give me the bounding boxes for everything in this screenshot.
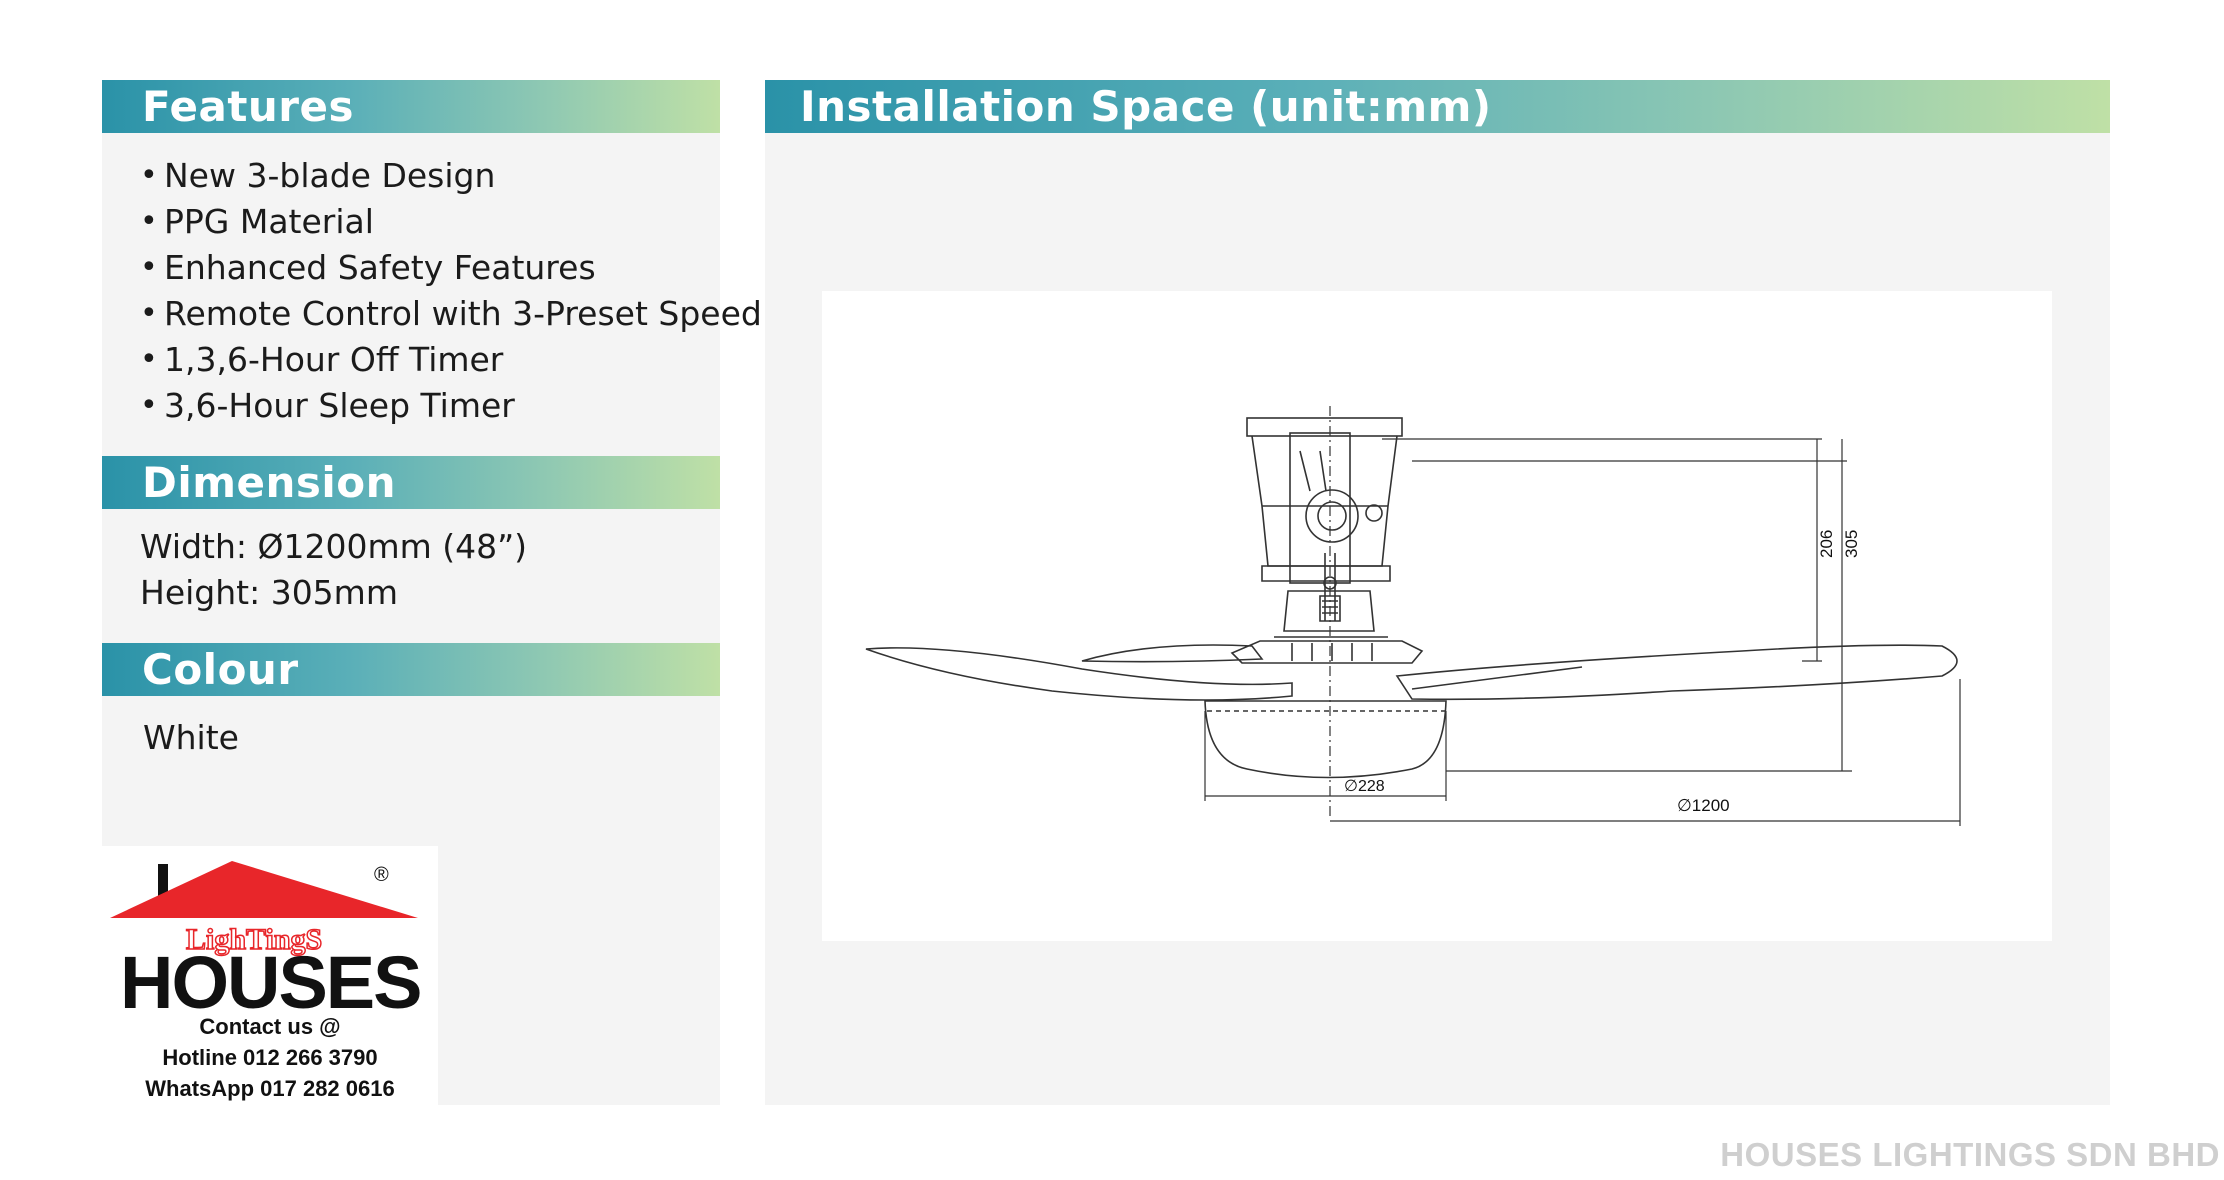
fan-downrod — [1283, 590, 1375, 632]
features-header: Features — [102, 80, 720, 133]
logo-word-top: LighTingS — [186, 923, 322, 956]
fan-mount-bracket — [1246, 417, 1403, 621]
fan-light-bowl — [1204, 700, 1447, 779]
logo-chimney — [158, 864, 168, 904]
dimension-label-206: 206 — [1817, 530, 1836, 558]
bullet-icon: • — [140, 204, 158, 239]
feature-item: •Enhanced Safety Features — [140, 245, 762, 291]
fan-blade-right — [1395, 644, 1958, 701]
bullet-icon: • — [140, 342, 158, 377]
fan-drawing-area: 206 305 ∅228 ∅1200 — [822, 291, 2052, 941]
dimension-label-228: ∅228 — [1344, 778, 1385, 795]
company-logo: LighTingS HOUSES ® Contact us @ Hotline … — [102, 846, 438, 1105]
bullet-icon: • — [140, 158, 158, 193]
ceiling-fan-diagram: 206 305 ∅228 ∅1200 — [865, 406, 1961, 826]
logo-registered-mark: ® — [374, 864, 389, 886]
logo-house-icon: LighTingS HOUSES ® — [110, 861, 423, 1016]
feature-item: •1,3,6-Hour Off Timer — [140, 337, 762, 383]
logo-word-main: HOUSES — [120, 941, 421, 1016]
fan-motor-housing — [1230, 636, 1424, 664]
footer-company-name: HOUSES LIGHTINGS SDN BHD — [1720, 1136, 2220, 1173]
logo-roof — [110, 861, 418, 918]
vertical-dimensions — [1382, 438, 1852, 772]
colour-value: White — [143, 718, 239, 757]
colour-header: Colour — [102, 643, 720, 696]
horizontal-dimensions — [1204, 679, 1961, 826]
dimension-height: Height: 305mm — [140, 573, 398, 612]
feature-item: •PPG Material — [140, 199, 762, 245]
colour-title: Colour — [142, 644, 299, 694]
feature-list: •New 3-blade Design •PPG Material •Enhan… — [140, 153, 762, 429]
bullet-icon: • — [140, 250, 158, 285]
installation-title: Installation Space (unit:mm) — [800, 81, 1492, 131]
dimension-label-1200: ∅1200 — [1677, 796, 1730, 815]
features-title: Features — [142, 81, 354, 131]
feature-item: •New 3-blade Design — [140, 153, 762, 199]
dimension-width: Width: Ø1200mm (48”) — [140, 527, 528, 566]
feature-item: •Remote Control with 3-Preset Speed — [140, 291, 762, 337]
fan-blade-back — [1081, 644, 1264, 663]
feature-item: •3,6-Hour Sleep Timer — [140, 383, 762, 429]
fan-blade-left — [865, 647, 1293, 701]
dimension-title: Dimension — [142, 457, 397, 507]
bullet-icon: • — [140, 296, 158, 331]
dimension-header: Dimension — [102, 456, 720, 509]
installation-header: Installation Space (unit:mm) — [765, 80, 2110, 133]
bullet-icon: • — [140, 388, 158, 423]
hotline-number: Hotline 012 266 3790 — [162, 1045, 378, 1070]
whatsapp-number: WhatsApp 017 282 0616 — [145, 1076, 395, 1101]
dimension-label-305: 305 — [1842, 530, 1861, 558]
contact-label: Contact us @ — [199, 1014, 341, 1039]
